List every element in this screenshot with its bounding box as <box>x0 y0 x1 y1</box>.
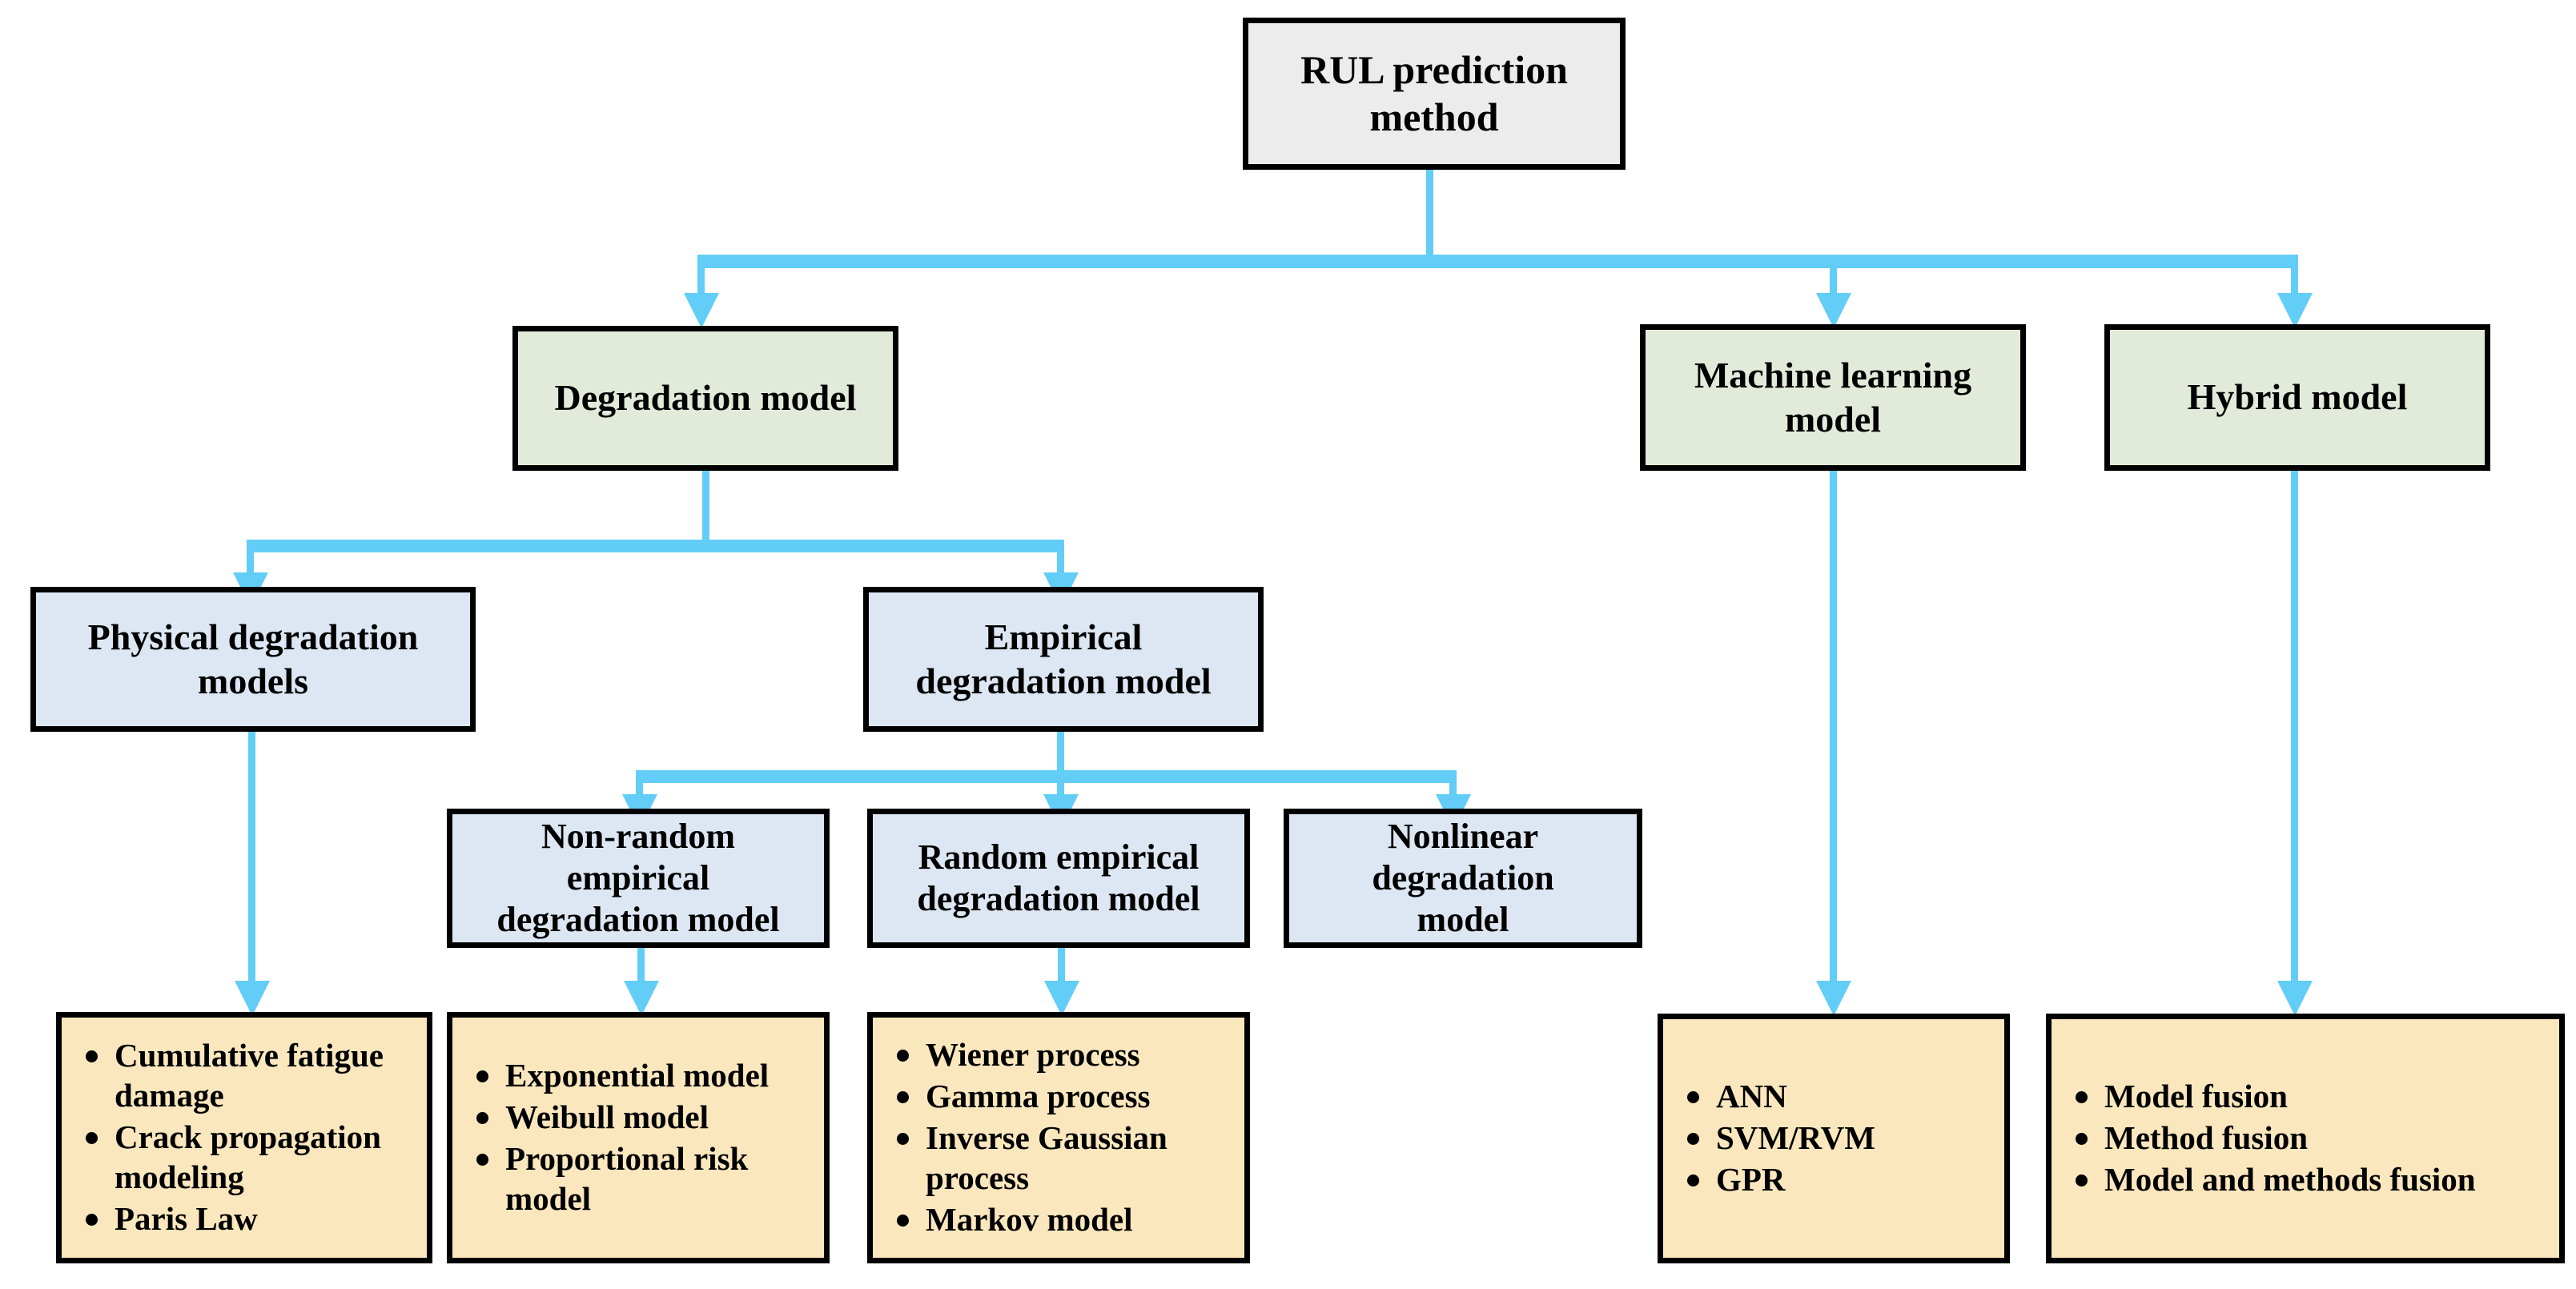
list-machine-learning-items[interactable]: ANN SVM/RVM GPR <box>1658 1014 2010 1263</box>
node-label: Machine learning model <box>1694 355 1972 440</box>
list-item: Model fusion <box>2076 1076 2551 1116</box>
connector-root-stem <box>1426 88 1433 260</box>
list-physical-degradation-items[interactable]: Cumulative fatigue damage Crack propagat… <box>56 1012 432 1263</box>
list-item: Weibull model <box>476 1097 816 1137</box>
list-item: GPR <box>1687 1159 1996 1199</box>
connector-hybrid-to-leaf <box>2291 469 2298 995</box>
node-label: Physical degradation models <box>87 616 419 701</box>
connector-root-to-hybrid <box>2291 255 2298 300</box>
node-label: Degradation model <box>554 377 857 419</box>
node-label: RUL prediction method <box>1300 47 1568 139</box>
bullet-list: Exponential model Weibull model Proporti… <box>464 1055 816 1220</box>
node-rul-prediction-method[interactable]: RUL prediction method <box>1243 18 1626 170</box>
arrow-root-to-degradation <box>684 293 719 328</box>
bullet-list: Model fusion Method fusion Model and met… <box>2063 1076 2551 1201</box>
list-item: Wiener process <box>897 1034 1236 1074</box>
node-hybrid-model[interactable]: Hybrid model <box>2104 324 2490 471</box>
arrow-nonrandom-to-leaf <box>624 981 659 1016</box>
node-label: Nonlinear degradation model <box>1372 817 1554 939</box>
connector-root-to-degradation <box>697 255 705 300</box>
arrow-random-to-leaf <box>1044 981 1079 1016</box>
node-empirical-degradation-model[interactable]: Empirical degradation model <box>863 587 1264 732</box>
connector-empirical-to-nonrandom <box>636 770 643 801</box>
node-physical-degradation-models[interactable]: Physical degradation models <box>30 587 476 732</box>
bullet-list: Cumulative fatigue damage Crack propagat… <box>73 1035 419 1240</box>
list-non-random-empirical-items[interactable]: Exponential model Weibull model Proporti… <box>447 1012 830 1263</box>
connector-empirical-stem <box>1057 730 1064 786</box>
list-item: Gamma process <box>897 1076 1236 1116</box>
connector-empirical-to-nonlinear <box>1449 770 1457 801</box>
connector-degradation-to-empirical <box>1057 540 1064 580</box>
connector-empirical-to-random <box>1057 770 1064 801</box>
list-item: Crack propagation modeling <box>86 1117 419 1197</box>
node-label: Random empirical degradation model <box>917 837 1200 918</box>
list-item: Exponential model <box>476 1055 816 1095</box>
node-non-random-empirical-degradation-model[interactable]: Non-random empirical degradation model <box>447 809 830 948</box>
arrow-hybrid-to-leaf <box>2277 981 2313 1016</box>
list-item: Proportional risk model <box>476 1138 816 1219</box>
list-item: Method fusion <box>2076 1118 2551 1158</box>
arrow-physical-to-leaf <box>235 981 270 1016</box>
connector-random-to-leaf <box>1058 946 1065 994</box>
list-item: Inverse Gaussian process <box>897 1118 1236 1198</box>
arrow-ml-to-leaf <box>1816 981 1851 1016</box>
node-machine-learning-model[interactable]: Machine learning model <box>1640 324 2026 471</box>
connector-degradation-to-physical <box>247 540 254 580</box>
connector-nonrandom-to-leaf <box>637 946 645 994</box>
list-item: SVM/RVM <box>1687 1118 1996 1158</box>
node-label: Hybrid model <box>2187 376 2408 418</box>
node-degradation-model[interactable]: Degradation model <box>512 326 898 471</box>
bullet-list: ANN SVM/RVM GPR <box>1674 1076 1996 1201</box>
list-item: Paris Law <box>86 1199 419 1239</box>
bullet-list: Wiener process Gamma process Inverse Gau… <box>884 1034 1236 1241</box>
connector-degradation-bus <box>247 540 1064 552</box>
connector-root-bus <box>701 255 2294 268</box>
arrow-root-to-ml <box>1816 293 1851 328</box>
list-item: Markov model <box>897 1199 1236 1239</box>
node-label: Empirical degradation model <box>915 616 1212 701</box>
list-item: ANN <box>1687 1076 1996 1116</box>
node-label: Non-random empirical degradation model <box>496 817 780 939</box>
node-random-empirical-degradation-model[interactable]: Random empirical degradation model <box>867 809 1250 948</box>
list-item: Model and methods fusion <box>2076 1159 2551 1199</box>
connector-ml-to-leaf <box>1830 469 1837 995</box>
list-hybrid-model-items[interactable]: Model fusion Method fusion Model and met… <box>2046 1014 2565 1263</box>
connector-root-to-ml <box>1830 255 1837 300</box>
arrow-root-to-hybrid <box>2277 293 2313 328</box>
list-item: Cumulative fatigue damage <box>86 1035 419 1115</box>
connector-physical-to-leaf <box>248 730 255 994</box>
connector-degradation-stem <box>702 469 709 544</box>
list-random-empirical-items[interactable]: Wiener process Gamma process Inverse Gau… <box>867 1012 1250 1263</box>
node-nonlinear-degradation-model[interactable]: Nonlinear degradation model <box>1284 809 1642 948</box>
connector-empirical-bus <box>636 770 1456 783</box>
